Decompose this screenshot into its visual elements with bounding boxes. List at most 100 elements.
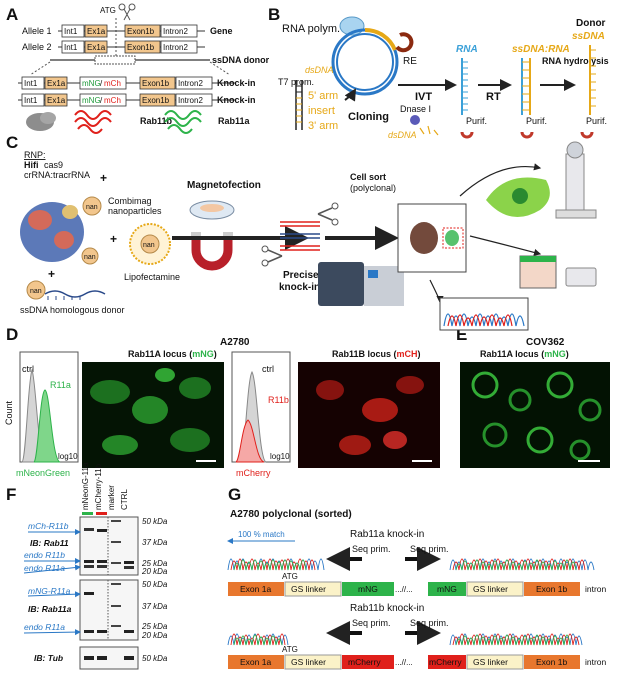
panel-d: A2780 ctrl R11a Count log10 mNeonGreen R… [4,337,440,478]
band [84,630,94,633]
exon1b-box-2 [524,655,580,669]
r11a-label: R11a [50,380,71,390]
culture-dish-icon [189,200,235,220]
int1-label-2: Int1 [64,43,78,52]
plasmid-icon [331,27,399,96]
nan-label-4: nan [30,288,42,295]
cas9-protein-icon [20,202,84,262]
dots-label-2: ...//... [395,658,413,667]
nan-label-3: nan [143,242,155,249]
ki2-mch: mCh [104,96,121,105]
insert-label: insert [308,105,335,117]
lane-label-2: mCherry-11b [94,463,103,510]
ivt-label: IVT [415,91,432,103]
endo-r11a-label-2: endo R11a [24,622,65,632]
combimag-label: Combimag [108,196,152,206]
re-label: RE [403,56,417,67]
seq-prim-label-4: Seq prim. [410,618,449,628]
magnet-icon-3 [580,131,594,139]
rnp-label: RNP: [24,150,46,160]
intron2-label-2: Intron2 [163,43,188,52]
horseshoe-magnet-icon [191,232,233,271]
kda-25-2: 25 kDa [141,622,168,631]
ib-rab11a-label: IB: Rab11a [28,604,72,614]
fluorescent-cell-icon [486,177,550,218]
chromatogram-rab11b-left [227,633,289,646]
panel-label-e: E [456,325,467,344]
exon1a-box-1 [228,582,284,596]
int1-label: Int1 [64,27,78,36]
mcherry-box-2 [428,655,466,669]
panel-e: COV362 Rab11A locus (mNG) [460,337,610,468]
kda-50-1: 50 kDa [142,517,168,526]
cov362-locus-prefix: Rab11A locus ( [480,349,544,359]
mcherry-label-2: mCherry [429,657,462,667]
microscope-icon [555,141,597,219]
magnet-icon-1 [460,131,474,139]
chromatogram-rab11a-right [449,558,595,571]
gs-box-2 [466,581,524,597]
ki1-ex1a: Ex1a [47,79,66,88]
nanoparticle-icon-2 [81,247,99,265]
ctrl-label-green: ctrl [22,364,34,374]
plus-1: + [100,171,107,185]
gs-label-2: GS linker [473,584,508,594]
ki1-mng: mNG [82,79,101,88]
band [84,656,94,660]
blot-3 [79,646,139,670]
precise-label: Precise [283,270,319,281]
panel-g: A2780 polyclonal (sorted) 100 % match Ra… [227,509,607,670]
ki2-mng: mNG [82,96,101,105]
plus-2: + [110,232,117,246]
exon1a-box-2 [228,655,284,669]
lane-label-3: marker [107,485,116,510]
gs-box-4 [466,654,524,670]
chromatogram-rab11a-left [227,558,325,571]
log10-label-1: log10 [58,452,78,461]
protein-structure-gray-icon [26,112,56,131]
cell-sort-label: Cell sort [350,172,386,182]
ssdna-strand-icon [589,45,596,115]
rna-hydrolysis-label: RNA hydrolysis [542,56,609,66]
nan-label-2: nan [84,254,96,261]
cloning-label: Cloning [348,111,389,123]
band [124,566,134,569]
ib-tub-label: IB: Tub [34,653,63,663]
donor-label: Donor [576,18,606,29]
chromatogram-rab11b-right [449,633,583,646]
gs-box-1 [284,581,342,597]
band [111,583,121,585]
rab11b-locus-title: Rab11B locus (mCH) [332,349,421,359]
ki1-slash: / [100,79,103,88]
dnase-icon [410,115,420,125]
cov362-micrograph [460,362,610,468]
gs-box-3 [284,654,342,670]
endo-r11b-label: endo R11b [24,550,65,560]
seq-prim-label-1: Seq prim. [352,544,391,554]
lipofectamine-icon [129,223,171,265]
restriction-enzyme-icon [395,32,414,53]
lane-marker-red [96,512,107,515]
rab11b-locus-prefix: Rab11B locus ( [332,349,397,359]
exon1a-label-2: Exon 1a [240,657,271,667]
mch-r11b-label: mCh-R11b [28,521,69,531]
atg-label-1: ATG [282,572,298,581]
lipofectamine-label: Lipofectamine [124,272,180,282]
ki1-mch: mCh [104,79,121,88]
rna-strand-icon [461,58,468,115]
dsdna-label-2: dsDNA [388,130,417,140]
gs-label-4: GS linker [473,657,508,667]
kda-37-1: 37 kDa [142,538,168,547]
rna-polym-label: RNA polym. [282,23,340,35]
nanoparticles-label: nanoparticles [108,206,162,216]
ki2-ex1a: Ex1a [47,96,66,105]
kda-25-1: 25 kDa [141,559,168,568]
mcherry-label-1: mCherry [348,657,381,667]
ki2-int1: Int1 [24,96,38,105]
a2780-title: A2780 [220,337,250,348]
ki1-intron2: Intron2 [178,79,203,88]
dsdna-ladder-icon [295,80,303,130]
electrophoresis-icon [519,255,597,289]
rab11a-label: Rab11a [218,116,251,126]
band [111,520,121,522]
